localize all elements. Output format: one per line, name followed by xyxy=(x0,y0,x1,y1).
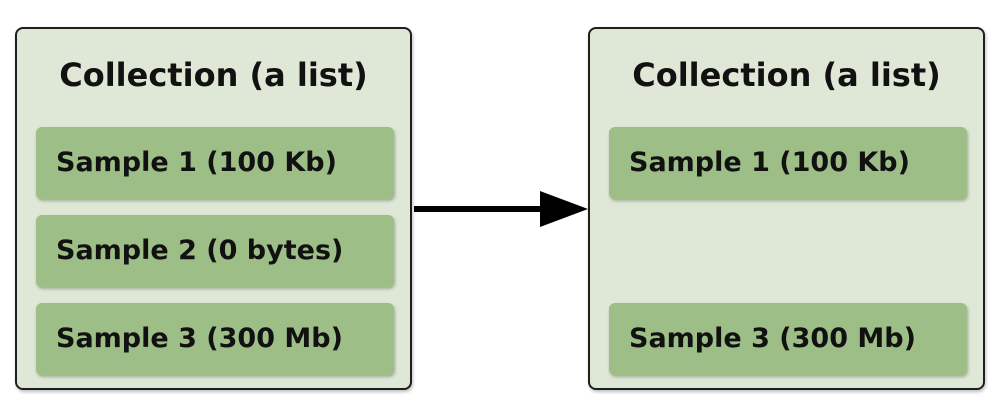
left-sample-3: Sample 3 (300 Mb) xyxy=(36,303,394,375)
sample-label: Sample 3 (300 Mb) xyxy=(56,323,343,354)
sample-label: Sample 3 (300 Mb) xyxy=(629,323,916,354)
right-collection-title: Collection (a list) xyxy=(632,56,941,94)
arrow-head xyxy=(540,191,588,227)
right-sample-1: Sample 1 (100 Kb) xyxy=(609,127,967,199)
sample-label: Sample 1 (100 Kb) xyxy=(629,147,910,178)
left-collection-title: Collection (a list) xyxy=(59,56,368,94)
left-collection-panel: Collection (a list) Sample 1 (100 Kb) Sa… xyxy=(15,27,412,390)
right-collection-panel: Collection (a list) Sample 1 (100 Kb) Sa… xyxy=(588,27,985,390)
sample-label: Sample 2 (0 bytes) xyxy=(56,235,344,266)
sample-label: Sample 1 (100 Kb) xyxy=(56,147,337,178)
left-sample-2: Sample 2 (0 bytes) xyxy=(36,215,394,287)
left-sample-1: Sample 1 (100 Kb) xyxy=(36,127,394,199)
right-sample-3: Sample 3 (300 Mb) xyxy=(609,303,967,375)
